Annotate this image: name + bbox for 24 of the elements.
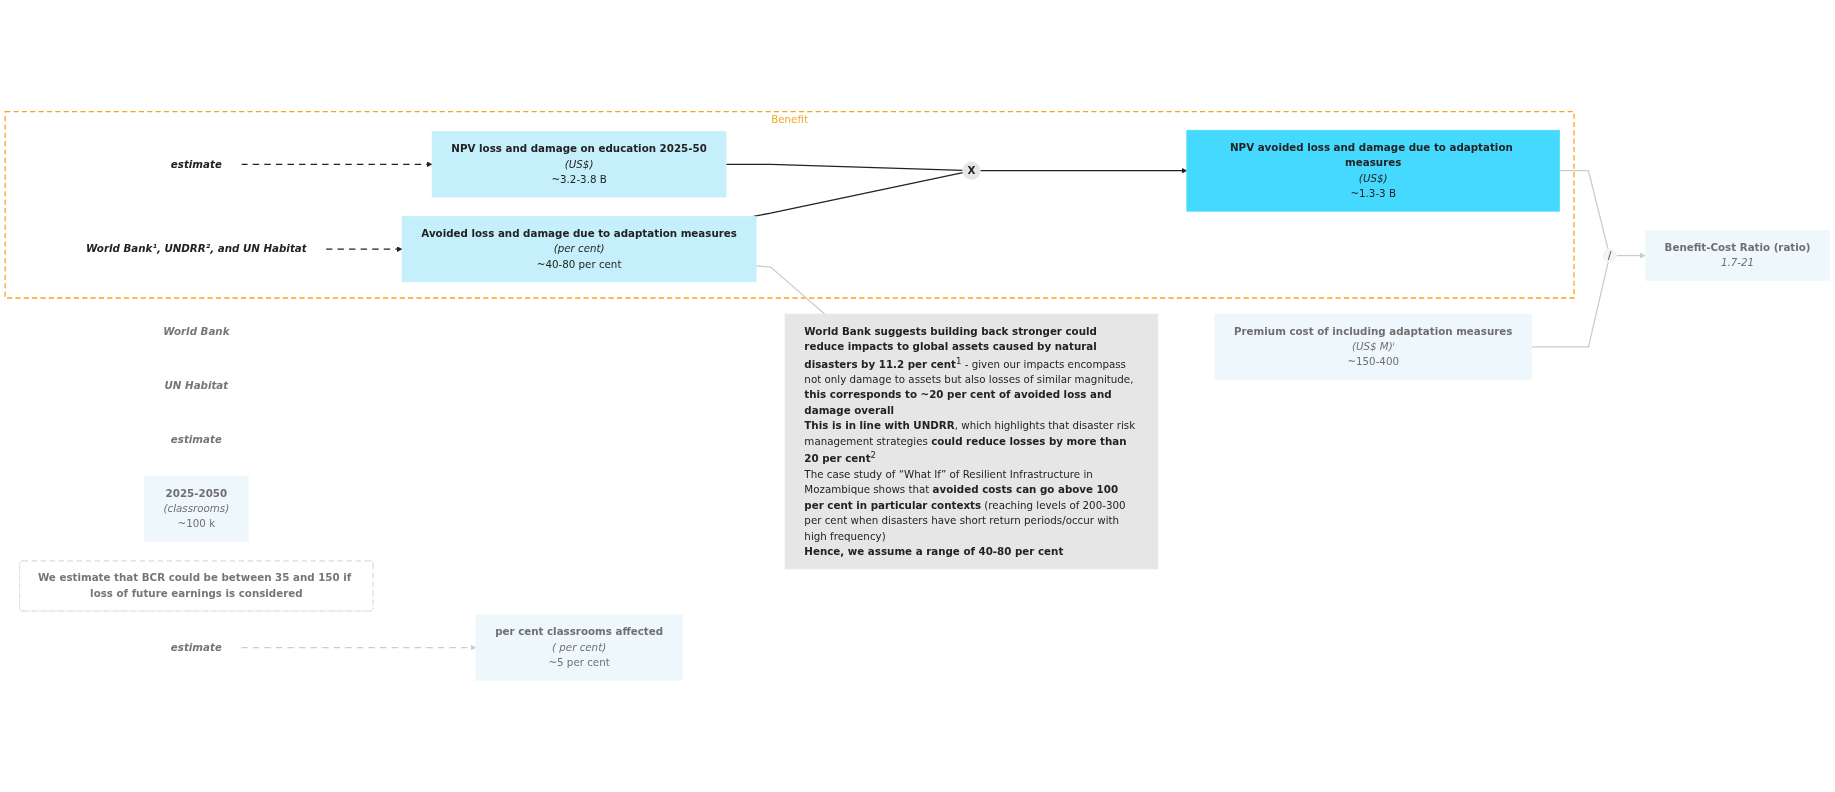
node-text: World Bank¹, UNDRR², and UN Habitat (86, 242, 307, 255)
node-circle: / (1602, 248, 1617, 263)
connector (1558, 170, 1609, 250)
node-box: NPV avoided loss and damage due to adaptation measures (US$) ~1.3-3 B (1186, 129, 1560, 212)
node-text: estimate (170, 641, 222, 654)
connector (725, 163, 964, 172)
node-box: World Bank suggests building back stronger could reduce impacts to global assets caused by natural disasters by 11.2 per cent$^{1}$ - given our impacts encompass not only damage to assets but also losses of similar magnitude, this corresponds to ~20 per cent of avoided loss and damage overall This is in line with UNDRR, which highlights that disaster risk management strategies could reduce losses by more than 20 per cent$^{2}$ The case study of “What If” of Resilient Infrastructure in Mozambique shows that avoided costs can go above 100 per cent in particular contexts (reaching levels of 200-300 per cent when disasters have short return periods/occur with high frequency) Hence, we assume a range of 40-80 per cent (784, 313, 1159, 570)
node-circle: X (962, 161, 981, 180)
node-text: UN Habitat (164, 378, 229, 392)
node-text: estimate (170, 157, 222, 171)
connector (1531, 261, 1609, 348)
arrow (240, 644, 477, 651)
arrow (979, 167, 1188, 174)
arrow (240, 161, 433, 168)
node-text: World Bank (163, 324, 230, 338)
arrow (325, 246, 403, 252)
connector (755, 265, 826, 315)
arrow (1615, 252, 1646, 259)
node-box: Benefit-Cost Ratio (ratio) 1.7-21 (1644, 230, 1831, 281)
node-text: estimate (170, 432, 222, 446)
node-box: Avoided loss and damage due to adaptation measures (per cent) ~40-80 per cent (401, 216, 757, 283)
node-box: Premium cost of including adaptation measures (US$ M)ⁱ ~150-400 (1214, 313, 1532, 380)
node-box: NPV loss and damage on education 2025-50 (US$) ~3.2-3.8 B (431, 131, 727, 198)
node-box: per cent classrooms affected ( per cent) ~5 per cent (475, 614, 683, 681)
